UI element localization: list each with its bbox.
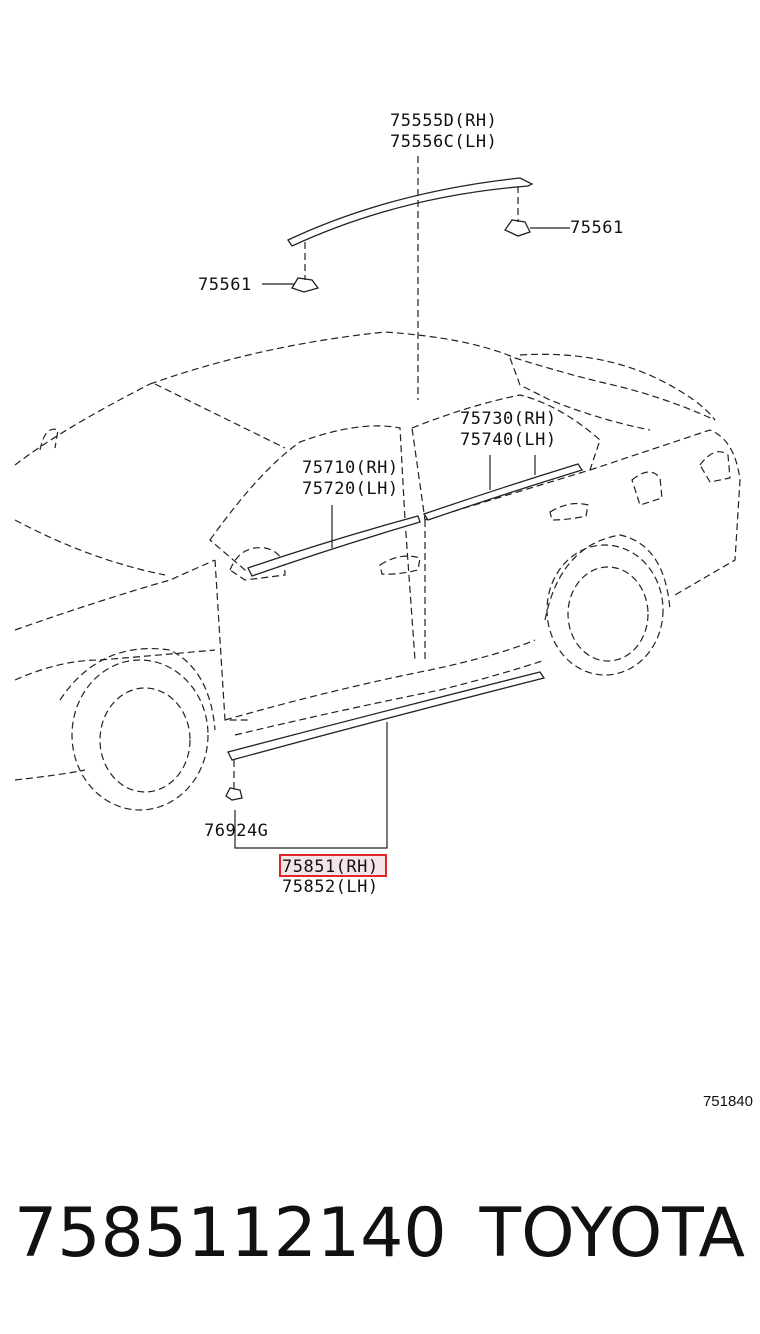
clip-76924G [225, 787, 243, 801]
label-76924G: 76924G [204, 821, 268, 841]
label-75555D: 75555D(RH) [390, 111, 497, 131]
leader-lines [233, 156, 570, 849]
label-75561-right: 75561 [570, 218, 624, 238]
label-75561-left: 75561 [198, 275, 252, 295]
diagram-code: 751840 [703, 1093, 753, 1110]
car-body-outline [14, 331, 741, 811]
label-75852: 75852(LH) [282, 877, 379, 897]
label-75740: 75740(LH) [460, 430, 557, 450]
label-75556C: 75556C(LH) [390, 132, 497, 152]
highlight-box [279, 854, 387, 877]
label-rear-door-molding: 75730(RH) 75740(LH) [460, 409, 557, 450]
rear-door-belt-molding [422, 463, 584, 521]
label-75851-highlighted[interactable]: 75851(RH) [282, 857, 379, 877]
label-75730: 75730(RH) [460, 409, 557, 429]
label-rocker-molding: 75851(RH) 75852(LH) [279, 854, 387, 897]
label-75710: 75710(RH) [302, 458, 399, 478]
label-75720: 75720(LH) [302, 479, 399, 499]
footer-part-number: 7585112140 [14, 1194, 447, 1273]
clip-75561-left [291, 277, 320, 293]
upper-roof-molding [287, 177, 534, 247]
rocker-panel-molding [227, 671, 546, 761]
front-door-belt-molding [247, 515, 421, 577]
footer-brand: TOYOTA [479, 1194, 745, 1273]
label-front-door-molding: 75710(RH) 75720(LH) [302, 458, 399, 499]
label-upper-molding: 75555D(RH) 75556C(LH) [390, 111, 497, 152]
clip-75561-right [504, 219, 531, 237]
